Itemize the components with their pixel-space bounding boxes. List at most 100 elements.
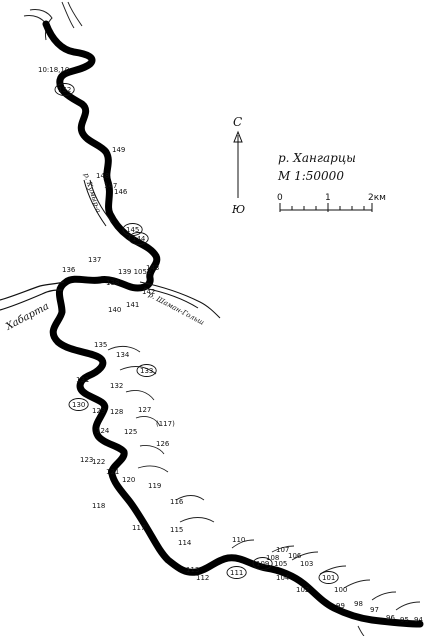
km-mark-label: 98 (354, 600, 363, 608)
km-mark-112: 112 (196, 574, 209, 582)
km-mark-106: 106 (288, 552, 302, 560)
km-mark-label: 124 (96, 427, 110, 435)
km-mark-label: 141 (126, 301, 139, 309)
north-label: С (233, 115, 242, 129)
km-mark-label: 144 (132, 235, 146, 243)
right-tributary (139, 281, 221, 319)
km-mark-152: 152 (54, 83, 75, 96)
km-mark-113: 113 (186, 566, 199, 574)
km-mark-126: 126 (156, 440, 170, 448)
km-mark-label: 119 (148, 482, 161, 490)
km-mark-142: 142 (142, 288, 155, 296)
km-mark-label: 152 (58, 86, 71, 94)
km-mark-label: 118 (92, 502, 105, 510)
km-mark-circle (318, 571, 339, 584)
km-mark-94: 94 (414, 616, 423, 624)
km-mark-label: 100 (334, 586, 347, 594)
km-mark-119: 119 (148, 482, 161, 490)
km-mark-140: 140 (108, 306, 121, 314)
km-mark-108: 108 (266, 554, 279, 562)
km-mark-label: 112 (196, 574, 209, 582)
km-mark-label: 107 (276, 546, 289, 554)
km-mark-146: 146 (114, 188, 128, 196)
km-mark-label: 114 (178, 539, 192, 547)
km-mark-label: 129 (92, 407, 105, 415)
map-title: р. Хангарцы (278, 151, 356, 165)
km-mark-130: 130 (68, 398, 89, 411)
km-mark-label: 135 (94, 341, 107, 349)
left-tributary (0, 281, 65, 311)
km-mark-label: 94 (414, 616, 423, 624)
km-mark-149: 149 (112, 146, 125, 154)
label-right-tributary: р. Шаман-Гольш (147, 291, 206, 327)
km-mark-103: 103 (300, 560, 313, 568)
km-mark-120: 120 (122, 476, 135, 484)
km-mark-label: 138 (106, 279, 119, 287)
km-mark-102: 102 (296, 586, 309, 594)
km-mark-114: 114 (178, 539, 192, 547)
km-mark-134: 134 (116, 351, 130, 359)
km-mark-104: 104 (276, 574, 290, 582)
terrain-strokes (107, 345, 421, 636)
km-mark-label: 117 (132, 524, 145, 532)
scale-tick-0: 0 (277, 193, 283, 203)
km-mark-label: 111 (230, 569, 243, 577)
km-mark-115: 115 (170, 526, 183, 534)
km-mark-label: 145 (126, 226, 139, 234)
km-mark-125: 125 (124, 428, 137, 436)
km-mark-label: 149 (112, 146, 125, 154)
km-mark-label: 108 (266, 554, 279, 562)
km-mark-143: 143 (146, 264, 159, 272)
km-mark-109: 109 (252, 557, 273, 570)
km-mark-111: 111 (226, 566, 247, 579)
km-mark-label: 130 (72, 401, 85, 409)
label-khabarta: Хабарта (3, 301, 51, 333)
scale-tick-2: 2км (368, 193, 386, 203)
km-mark-label: 126 (156, 440, 170, 448)
km-mark-123: 123 (80, 456, 93, 464)
km-mark-label: 102 (296, 586, 309, 594)
km-mark-label: 132 (110, 382, 123, 390)
km-mark-label: 115 (170, 526, 183, 534)
km-mark-139: 139 1052 (118, 268, 151, 276)
km-mark-101: 101 (318, 571, 339, 584)
km-mark-label: 146 (114, 188, 128, 196)
km-mark-label: 128 (110, 408, 123, 416)
km-mark-label: (117) (156, 420, 175, 428)
km-mark-label: 116 (170, 498, 184, 506)
km-mark-121: 121 (106, 468, 119, 476)
scale-bar (279, 203, 373, 212)
km-mark-label: 136 (62, 266, 76, 274)
km-mark-label: 123 (80, 456, 93, 464)
km-mark-137: 137 (88, 256, 101, 264)
km-mark-117: 117 (132, 524, 145, 532)
km-mark-label: 96 (386, 614, 395, 622)
north-arrow: С Ю (231, 115, 245, 216)
km-mark-label: 137 (88, 256, 101, 264)
km-mark-label: 147 (104, 182, 117, 190)
km-mark-label: 104 (276, 574, 290, 582)
km-mark-label: 97 (370, 606, 379, 614)
km-mark-128: 128 (110, 408, 123, 416)
km-mark-122: 122 (92, 458, 105, 466)
km-mark-100: 100 (334, 586, 347, 594)
south-label: Ю (231, 203, 245, 216)
km-mark-97: 97 (370, 606, 379, 614)
km-mark-118: 118 (92, 502, 105, 510)
scale-tick-1: 1 (325, 193, 331, 203)
map-scale-text: М 1:50000 (277, 169, 344, 183)
km-mark-label: 133 (140, 367, 153, 375)
km-mark-148: 148 (96, 172, 109, 180)
km-mark-label: 121 (106, 468, 119, 476)
km-mark-label: 99 (336, 602, 345, 610)
km-mark-147: 147 (104, 182, 117, 190)
km-mark-circle (136, 364, 157, 377)
km-mark-132: 132 (110, 382, 123, 390)
km-mark-127: 127 (138, 406, 151, 414)
km-mark-145: 145 (122, 223, 143, 236)
km-mark-129: 129 (92, 407, 105, 415)
km-mark-label: 95 (400, 616, 409, 624)
main-river (42, 20, 424, 628)
km-mark-label: 139 1052 (118, 268, 151, 276)
